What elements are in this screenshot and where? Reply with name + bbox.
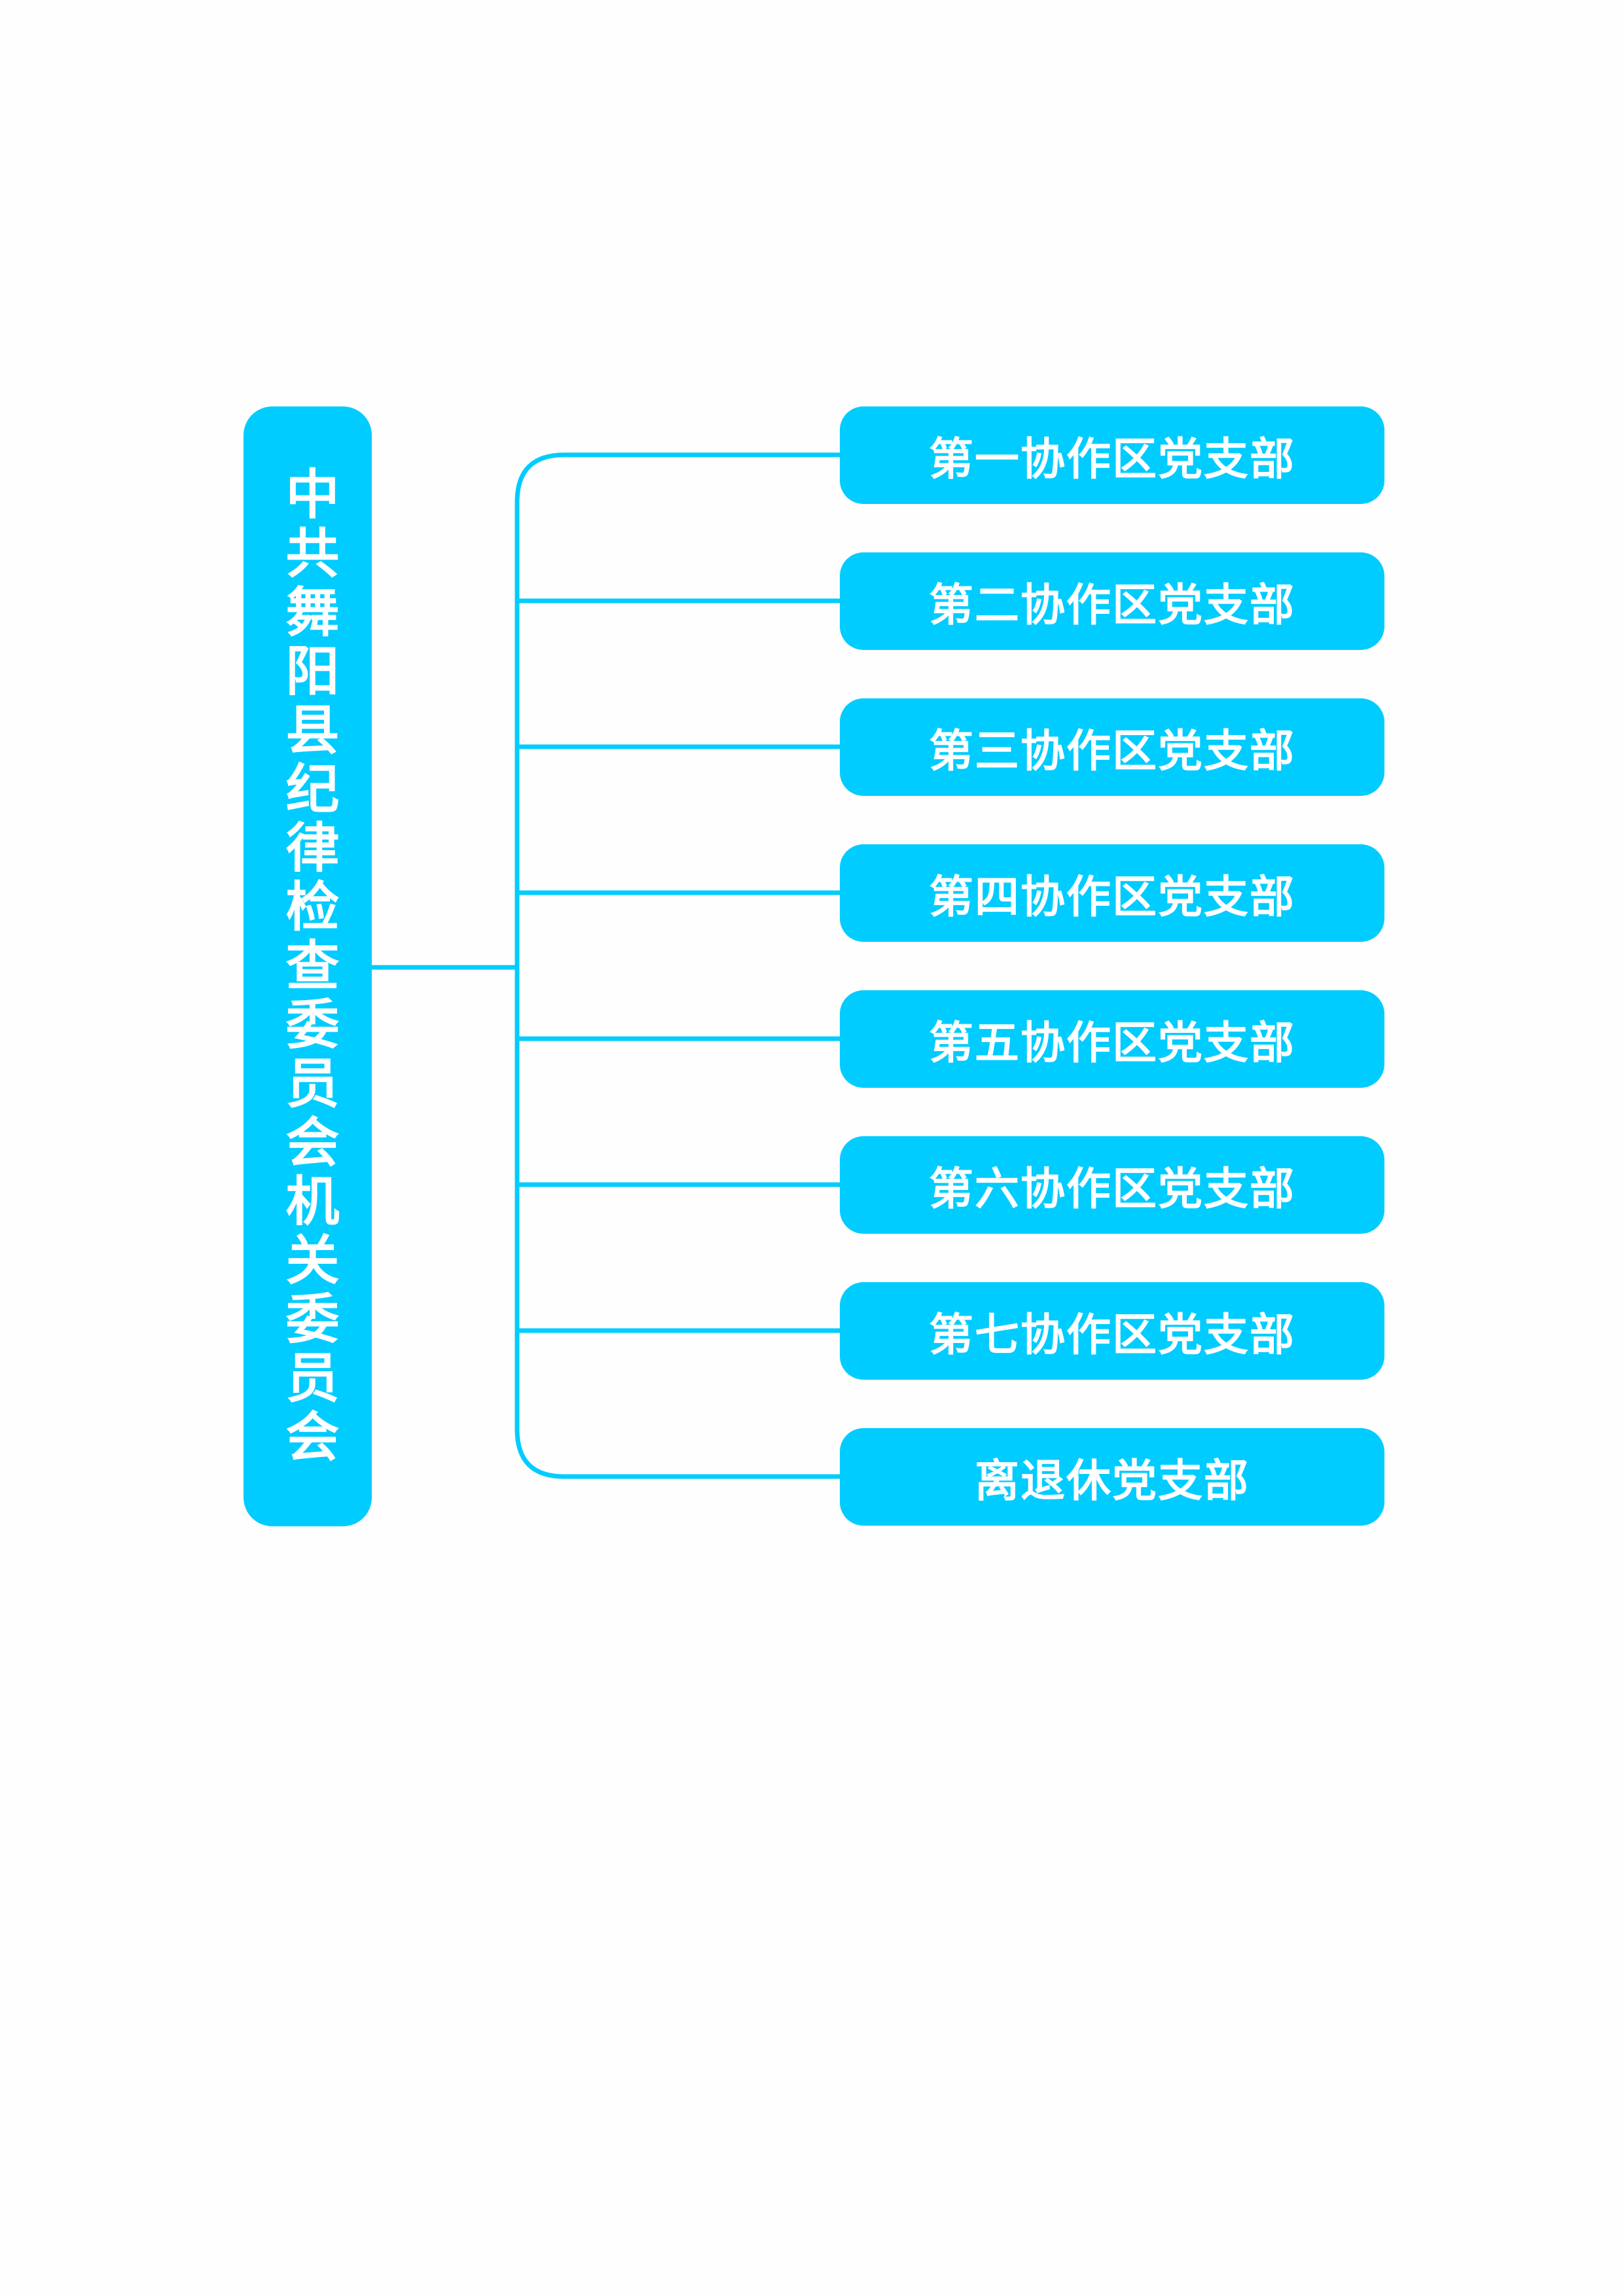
- root-node: 中共舞阳县纪律检查委员会机关委员会: [244, 406, 372, 1526]
- branch-label: 第一协作区党支部: [928, 433, 1295, 486]
- branch-node: 第一协作区党支部: [840, 406, 1384, 504]
- branch-label: 第六协作区党支部: [928, 1163, 1295, 1215]
- branch-label: 第七协作区党支部: [928, 1309, 1295, 1361]
- root-label: 中共舞阳县纪律检查委员会机关委员会: [276, 465, 339, 1467]
- branch-label: 第二协作区党支部: [928, 579, 1295, 632]
- branch-label: 第五协作区党支部: [928, 1017, 1295, 1069]
- branch-node: 第二协作区党支部: [840, 552, 1384, 650]
- branch-node: 第四协作区党支部: [840, 844, 1384, 942]
- branch-node: 第五协作区党支部: [840, 990, 1384, 1088]
- branch-node: 第三协作区党支部: [840, 698, 1384, 796]
- branch-node: 离退休党支部: [840, 1428, 1384, 1526]
- branch-label: 第四协作区党支部: [928, 871, 1295, 924]
- trunk-line: [514, 452, 840, 1479]
- branch-node: 第七协作区党支部: [840, 1282, 1384, 1380]
- branch-label: 第三协作区党支部: [928, 725, 1295, 778]
- branch-node: 第六协作区党支部: [840, 1136, 1384, 1234]
- branch-label: 离退休党支部: [974, 1455, 1250, 1507]
